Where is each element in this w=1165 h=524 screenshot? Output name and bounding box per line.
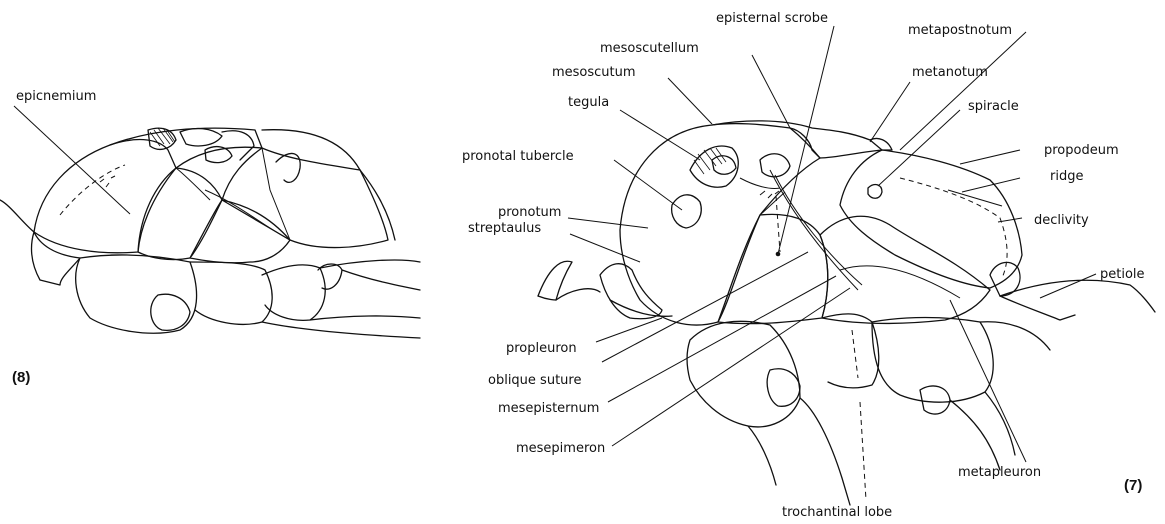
label-metapostnotum: metapostnotum xyxy=(908,23,1012,38)
leader-epicnemium xyxy=(14,106,130,214)
leader-declivity xyxy=(998,218,1022,222)
figure-8-number: (8) xyxy=(12,369,30,386)
leader-metapleuron xyxy=(950,300,1026,462)
label-mesoscutum: mesoscutum xyxy=(552,65,636,80)
label-ridge: ridge xyxy=(1050,169,1083,184)
figure-7-leaders xyxy=(568,26,1096,500)
leader-metanotum xyxy=(870,82,910,142)
leader-mesoscutellum xyxy=(752,55,790,128)
leader-mesepisternum xyxy=(608,276,836,402)
label-epicnemium: epicnemium xyxy=(16,89,96,104)
leader-petiole xyxy=(1040,274,1096,298)
figure-7-number: (7) xyxy=(1124,477,1142,494)
label-propleuron: propleuron xyxy=(506,341,577,356)
leader-mesoscutum xyxy=(668,78,712,124)
label-petiole: petiole xyxy=(1100,267,1145,282)
leader-mesepimeron xyxy=(612,288,850,446)
leader-spiracle xyxy=(878,110,960,186)
label-streptaulus: streptaulus xyxy=(468,221,541,236)
leader-propleuron xyxy=(596,318,662,342)
label-mesoscutellum: mesoscutellum xyxy=(600,41,699,56)
leader-streptaulus xyxy=(570,234,640,262)
leader-tegula xyxy=(620,110,700,160)
leader-propodeum xyxy=(960,150,1020,164)
label-mesepisternum: mesepisternum xyxy=(498,401,599,416)
leader-episternal-scrobe xyxy=(778,26,834,254)
label-spiracle: spiracle xyxy=(968,99,1019,114)
label-metanotum: metanotum xyxy=(912,65,988,80)
label-trochantinal-lobe: trochantinal lobe xyxy=(782,505,892,520)
label-oblique-suture: oblique suture xyxy=(488,373,581,388)
label-tegula: tegula xyxy=(568,95,609,110)
leader-trochantinal-lobe xyxy=(860,402,866,500)
label-pronotal-tubercle: pronotal tubercle xyxy=(462,149,574,164)
label-propodeum: propodeum xyxy=(1044,143,1119,158)
figure-8-drawing xyxy=(0,128,420,338)
label-pronotum: pronotum xyxy=(498,205,561,220)
label-mesepimeron: mesepimeron xyxy=(516,441,605,456)
leader-pronotum xyxy=(568,218,648,228)
leader-metapostnotum xyxy=(900,32,1026,150)
label-episternal-scrobe: episternal scrobe xyxy=(716,11,828,26)
label-declivity: declivity xyxy=(1034,213,1089,228)
leader-oblique-suture xyxy=(602,252,808,362)
label-metapleuron: metapleuron xyxy=(958,465,1041,480)
